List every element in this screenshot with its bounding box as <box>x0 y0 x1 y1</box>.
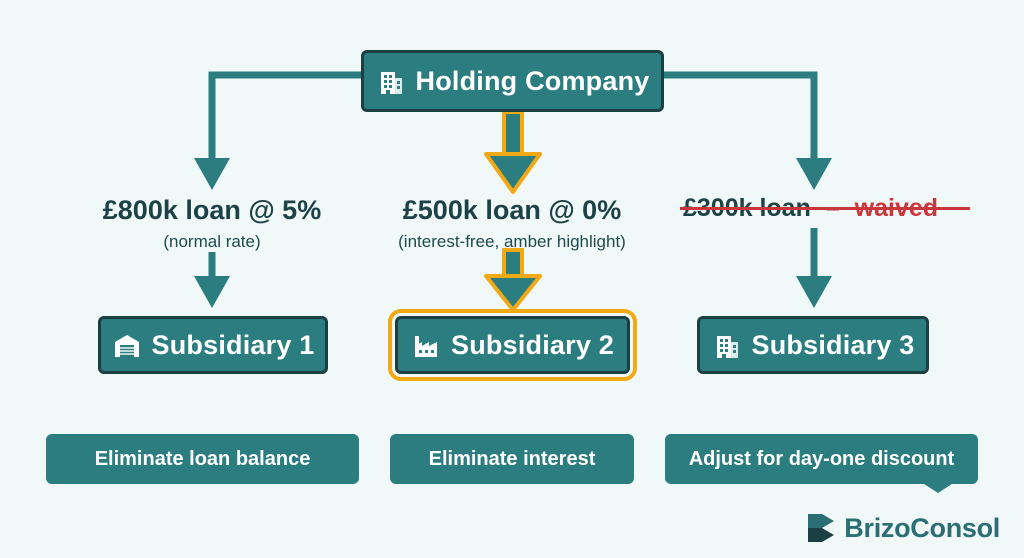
action-adjust-day-one-discount[interactable]: Adjust for day-one discount <box>665 434 978 484</box>
arrowhead-sub-3 <box>796 276 832 308</box>
action-eliminate-loan-balance[interactable]: Eliminate loan balance <box>46 434 359 484</box>
office-building-icon <box>712 330 742 360</box>
office-building-icon <box>376 66 406 96</box>
arrowhead-sub-1 <box>194 276 230 308</box>
loan-3-strikethrough <box>680 207 970 210</box>
pointer-notch-decoration <box>918 480 958 493</box>
holding-company-label: Holding Company <box>415 65 650 96</box>
subsidiary-3-node[interactable]: Subsidiary 3 <box>697 316 929 374</box>
action-eliminate-interest[interactable]: Eliminate interest <box>390 434 634 484</box>
brizo-logo-icon <box>806 512 836 544</box>
subsidiary-2-label: Subsidiary 2 <box>451 329 614 360</box>
loan-1-label: £800k loan @ 5% (normal rate) <box>82 195 342 252</box>
holding-company-node[interactable]: Holding Company <box>361 50 664 112</box>
subsidiary-1-node[interactable]: Subsidiary 1 <box>98 316 328 374</box>
subsidiary-1-label: Subsidiary 1 <box>151 329 315 360</box>
warehouse-icon <box>112 330 142 360</box>
connector-holding-to-loan-3 <box>662 71 818 160</box>
connector-holding-to-loan-1 <box>208 71 362 160</box>
factory-icon <box>411 330 441 360</box>
loan-2-note: (interest-free, amber highlight) <box>398 232 626 251</box>
brand-name: BrizoConsol <box>844 512 1000 543</box>
loan-2-label: £500k loan @ 0% (interest-free, amber hi… <box>362 195 662 252</box>
loan-1-note: (normal rate) <box>163 232 261 251</box>
subsidiary-2-node[interactable]: Subsidiary 2 <box>388 309 637 381</box>
highlighted-connector-loan-2 <box>484 110 542 312</box>
subsidiary-3-label: Subsidiary 3 <box>751 329 915 360</box>
loan-1-amount: £800k loan @ 5% <box>102 195 322 225</box>
arrowhead-loan-1 <box>194 158 230 190</box>
loan-2-amount: £500k loan @ 0% <box>402 195 622 225</box>
arrowhead-loan-3 <box>796 158 832 190</box>
brand-logo: BrizoConsol <box>806 512 1000 544</box>
